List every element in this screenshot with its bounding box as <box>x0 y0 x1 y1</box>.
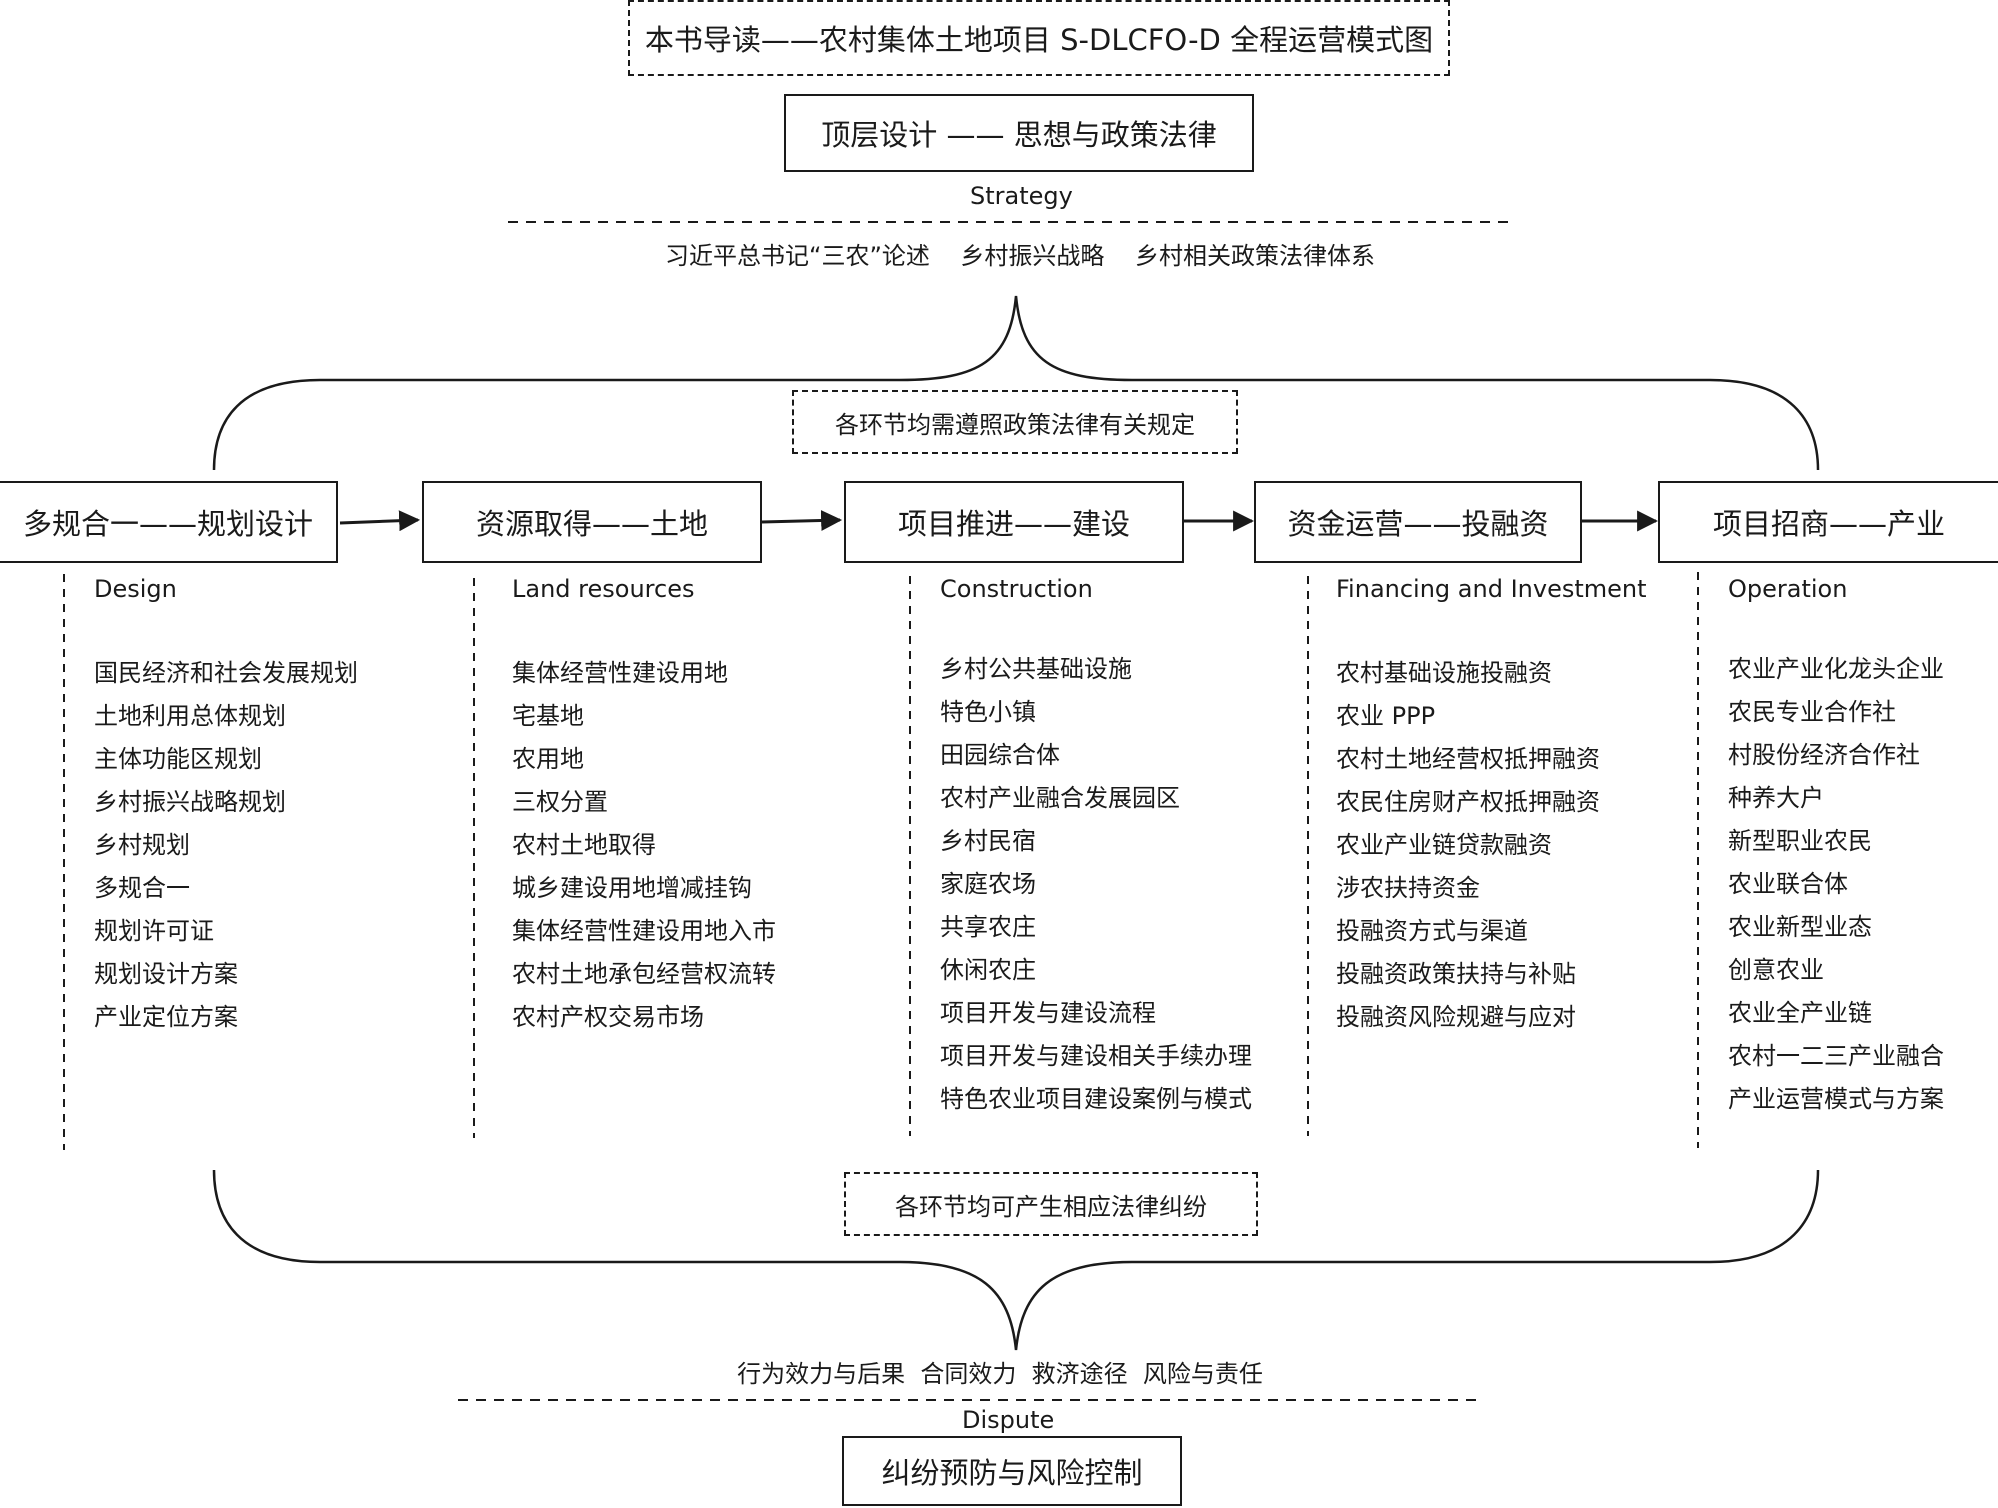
strategy-topics: 习近平总书记“三农”论述 乡村振兴战略 乡村相关政策法律体系 <box>665 242 1375 270</box>
stage-financing-items: 农村基础设施投融资 农业 PPP 农村土地经营权抵押融资 农民住房财产权抵押融资… <box>1336 652 1600 1039</box>
list-item: 农业产业链贷款融资 <box>1336 831 1552 859</box>
list-item: 农用地 <box>512 745 584 773</box>
list-item: 共享农庄 <box>940 913 1036 941</box>
list-item: 乡村公共基础设施 <box>940 655 1132 683</box>
list-item: 产业定位方案 <box>94 1003 238 1031</box>
list-item: 集体经营性建设用地入市 <box>512 917 776 945</box>
stage-operation-box: 项目招商——产业 <box>1658 481 1998 563</box>
stage-construction-en: Construction <box>940 575 1093 603</box>
stage-land-items: 集体经营性建设用地 宅基地 农用地 三权分置 农村土地取得 城乡建设用地增减挂钩… <box>512 652 776 1039</box>
list-item: 规划设计方案 <box>94 960 238 988</box>
stage-financing-title: 资金运营——投融资 <box>1287 507 1549 541</box>
list-item: 国民经济和社会发展规划 <box>94 659 358 687</box>
dispute-label: Dispute <box>962 1406 1055 1434</box>
list-item: 乡村民宿 <box>940 827 1036 855</box>
stage-land-title: 资源取得——土地 <box>475 507 708 541</box>
list-item: 主体功能区规划 <box>94 745 262 773</box>
legal-dispute-note: 各环节均可产生相应法律纠纷 <box>844 1172 1258 1236</box>
list-item: 多规合一 <box>94 874 190 902</box>
list-item: 投融资风险规避与应对 <box>1336 1003 1576 1031</box>
stage-land-en: Land resources <box>512 575 695 603</box>
dispute-box: 纠纷预防与风险控制 <box>842 1436 1182 1506</box>
dispute-box-label: 纠纷预防与风险控制 <box>881 1456 1143 1490</box>
list-item: 乡村规划 <box>94 831 190 859</box>
arrow-land-to-construction <box>761 509 843 531</box>
dispute-topics: 行为效力与后果 合同效力 救济途径 风险与责任 <box>737 1360 1263 1388</box>
list-item: 新型职业农民 <box>1728 827 1872 855</box>
list-item: 创意农业 <box>1728 956 1824 984</box>
list-item: 涉农扶持资金 <box>1336 874 1480 902</box>
list-item: 田园综合体 <box>940 741 1060 769</box>
stage-construction-box: 项目推进——建设 <box>844 481 1184 563</box>
list-item: 投融资方式与渠道 <box>1336 917 1528 945</box>
list-item: 农业联合体 <box>1728 870 1848 898</box>
diagram-title-box: 本书导读——农村集体土地项目 S-DLCFO-D 全程运营模式图 <box>628 0 1450 76</box>
list-item: 村股份经济合作社 <box>1728 741 1920 769</box>
legal-dispute-note-text: 各环节均可产生相应法律纠纷 <box>895 1192 1207 1221</box>
stage-land-box: 资源取得——土地 <box>422 481 762 563</box>
list-item: 城乡建设用地增减挂钩 <box>512 874 752 902</box>
policy-compliance-note: 各环节均需遵照政策法律有关规定 <box>792 390 1238 454</box>
list-item: 休闲农庄 <box>940 956 1036 984</box>
list-item: 三权分置 <box>512 788 608 816</box>
arrow-design-to-land <box>339 510 421 532</box>
list-item: 集体经营性建设用地 <box>512 659 728 687</box>
stage-design-items: 国民经济和社会发展规划 土地利用总体规划 主体功能区规划 乡村振兴战略规划 乡村… <box>94 652 358 1039</box>
list-item: 农村土地承包经营权流转 <box>512 960 776 988</box>
stage-operation-items: 农业产业化龙头企业 农民专业合作社 村股份经济合作社 种养大户 新型职业农民 农… <box>1728 648 1944 1121</box>
list-item: 农村产业融合发展园区 <box>940 784 1180 812</box>
list-item: 特色小镇 <box>940 698 1036 726</box>
stage-operation-title: 项目招商——产业 <box>1712 507 1945 541</box>
stage-construction-title: 项目推进——建设 <box>897 507 1130 541</box>
list-item: 产业运营模式与方案 <box>1728 1085 1944 1113</box>
diagram-title: 本书导读——农村集体土地项目 S-DLCFO-D 全程运营模式图 <box>644 23 1434 57</box>
list-item: 农村土地经营权抵押融资 <box>1336 745 1600 773</box>
list-item: 农民住房财产权抵押融资 <box>1336 788 1600 816</box>
stage-design-en: Design <box>94 575 177 603</box>
list-item: 农业 PPP <box>1336 702 1436 730</box>
list-item: 土地利用总体规划 <box>94 702 286 730</box>
list-item: 农民专业合作社 <box>1728 698 1896 726</box>
list-item: 家庭农场 <box>940 870 1036 898</box>
list-item: 特色农业项目建设案例与模式 <box>940 1085 1252 1113</box>
list-item: 项目开发与建设相关手续办理 <box>940 1042 1252 1070</box>
stage-design-box: 多规合一——规划设计 <box>0 481 338 563</box>
stage-construction-items: 乡村公共基础设施 特色小镇 田园综合体 农村产业融合发展园区 乡村民宿 家庭农场… <box>940 648 1252 1121</box>
strategy-label: Strategy <box>970 182 1073 210</box>
list-item: 投融资政策扶持与补贴 <box>1336 960 1576 988</box>
list-item: 农业全产业链 <box>1728 999 1872 1027</box>
policy-compliance-note-text: 各环节均需遵照政策法律有关规定 <box>835 410 1195 439</box>
list-item: 规划许可证 <box>94 917 214 945</box>
stage-design-title: 多规合一——规划设计 <box>22 507 313 541</box>
stage-financing-box: 资金运营——投融资 <box>1254 481 1582 563</box>
strategy-box: 顶层设计 —— 思想与政策法律 <box>784 94 1254 172</box>
list-item: 农村土地取得 <box>512 831 656 859</box>
stage-financing-en: Financing and Investment <box>1336 575 1647 603</box>
stage-operation-en: Operation <box>1728 575 1848 603</box>
list-item: 乡村振兴战略规划 <box>94 788 286 816</box>
bottom-brace <box>212 1169 1820 1351</box>
list-item: 种养大户 <box>1728 784 1824 812</box>
list-item: 农村产权交易市场 <box>512 1003 704 1031</box>
list-item: 农村基础设施投融资 <box>1336 659 1552 687</box>
list-item: 农业新型业态 <box>1728 913 1872 941</box>
list-item: 项目开发与建设流程 <box>940 999 1156 1027</box>
list-item: 农业产业化龙头企业 <box>1728 655 1944 683</box>
top-brace <box>212 295 1820 471</box>
list-item: 农村一二三产业融合 <box>1728 1042 1944 1070</box>
list-item: 宅基地 <box>512 702 584 730</box>
strategy-box-label: 顶层设计 —— 思想与政策法律 <box>821 118 1217 152</box>
